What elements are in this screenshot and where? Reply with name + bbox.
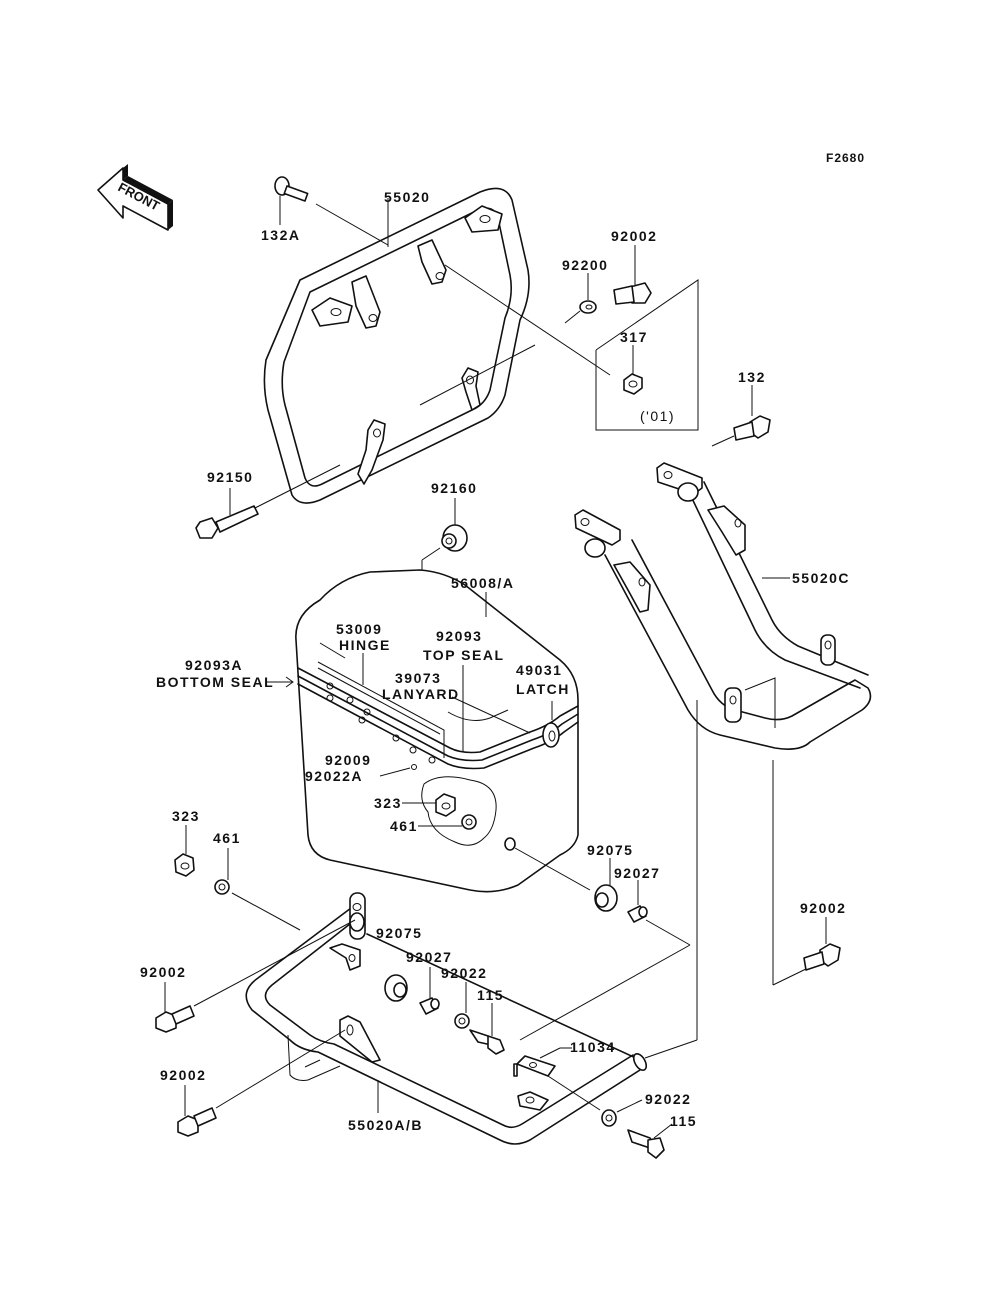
label-bottom-seal-number: 92093A [185,657,243,673]
label-92022-mid: 92022 [441,965,487,981]
side-case-frame-55020 [263,187,530,504]
washer-92200-icon [579,300,597,314]
label-top-seal-name: TOP SEAL [423,647,505,663]
nut-317-icon [623,373,643,395]
label-56008a: 56008/A [451,575,514,591]
label-92200: 92200 [562,257,608,273]
label-lanyard-number: 39073 [395,670,441,686]
label-55020: 55020 [384,189,430,205]
bolt-92002-left-icon [155,1005,195,1033]
label-317: 317 [620,329,648,345]
label-hinge-name: HINGE [339,637,391,653]
label-92075-left: 92075 [376,925,422,941]
label-461-inner: 461 [390,818,418,834]
label-92022-low: 92022 [645,1091,691,1107]
label-132a: 132A [261,227,300,243]
label-latch-number: 49031 [516,662,562,678]
bolt-92002-lowleft-icon [177,1107,217,1137]
collar-92027-left-icon [419,997,440,1015]
label-92075-right: 92075 [587,842,633,858]
label-92002-top: 92002 [611,228,657,244]
bolt-115-low-icon [627,1129,665,1159]
label-55020c: 55020C [792,570,850,586]
label-92150: 92150 [207,469,253,485]
nut-323-inner-icon [435,793,456,817]
label-latch-name: LATCH [516,681,570,697]
label-323-inner: 323 [374,795,402,811]
grommet-92075-left-icon [384,974,408,1002]
label-92002-lowleft: 92002 [160,1067,206,1083]
label-115-mid: 115 [477,987,504,1003]
label-92022a: 92022A [305,768,363,784]
collar-92027-right-icon [627,905,648,923]
label-115-low: 115 [670,1113,697,1129]
year-note: ('01) [640,408,675,424]
label-461-outer: 461 [213,830,241,846]
side-case-carrier-55020ab [245,892,648,1145]
bolt-115-mid-icon [469,1029,505,1055]
bolt-132-icon [733,415,771,441]
side-case-56008a [295,569,579,893]
bracket-11034-icon [513,1055,556,1077]
year-note-box [595,279,699,431]
side-case-carrier-55020c [574,462,872,750]
bolt-92002-right-icon [803,943,841,971]
nut-323-outer-icon [174,853,195,877]
washer-461-inner-icon [461,814,477,830]
label-92027-left: 92027 [406,949,452,965]
washer-92022-mid-icon [454,1013,470,1029]
label-hinge-number: 53009 [336,621,382,637]
grommet-92160-icon [441,524,468,552]
grommet-92075-right-icon [594,884,618,912]
bolt-132a-icon [274,176,309,202]
label-top-seal-number: 92093 [436,628,482,644]
washer-461-outer-icon [214,879,230,895]
label-lanyard-name: LANYARD [382,686,460,702]
label-92027-right: 92027 [614,865,660,881]
washer-92022-low-icon [601,1109,617,1127]
label-92009: 92009 [325,752,371,768]
bolt-92150-icon [195,505,259,539]
label-92002-right: 92002 [800,900,846,916]
label-bottom-seal-name: BOTTOM SEAL [156,674,274,690]
label-323-outer: 323 [172,808,200,824]
label-132: 132 [738,369,766,385]
label-55020ab: 55020A/B [348,1117,423,1133]
figure-code: F2680 [826,151,865,165]
label-92160: 92160 [431,480,477,496]
label-92002-left: 92002 [140,964,186,980]
front-arrow-icon: FRONT [97,164,173,231]
label-11034: 11034 [570,1039,616,1055]
bolt-92002-top-icon [613,282,652,305]
